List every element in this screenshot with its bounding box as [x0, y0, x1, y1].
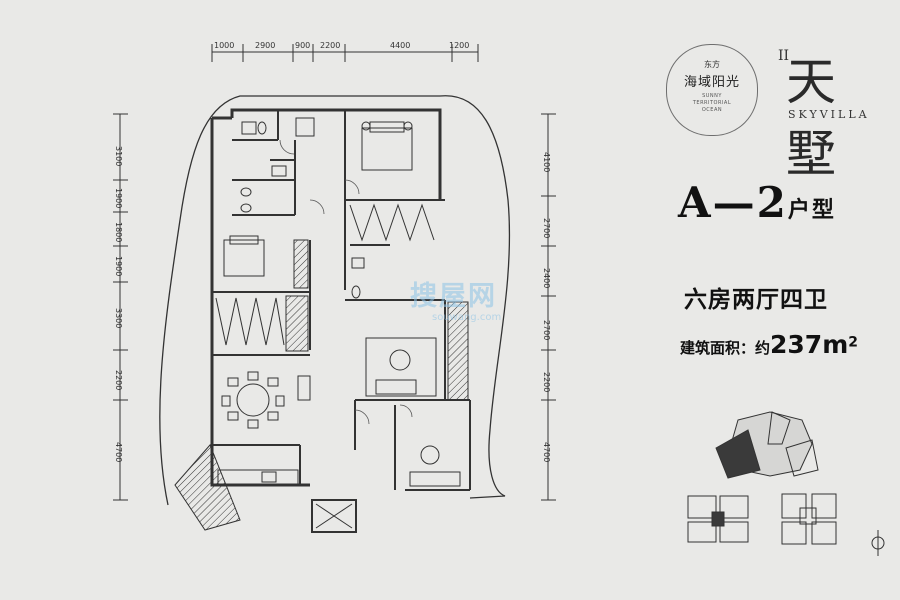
brand-en-line2: TERRITORIAL — [692, 100, 732, 106]
living-sofa — [365, 337, 437, 397]
dim-left-2: 1900 — [114, 188, 123, 208]
area-label: 建筑面积：约 — [680, 339, 771, 357]
dim-left-7: 4700 — [114, 442, 123, 462]
top-dimension-line — [211, 44, 479, 62]
brand-header: 东方 海域阳光 SUNNY TERRITORIAL OCEAN II 天墅 SK… — [660, 38, 880, 183]
brand-name: 海域阳光 — [683, 75, 740, 90]
dim-right-5: 2200 — [542, 372, 551, 392]
exterior-walls — [210, 108, 442, 487]
wardrobe-lines — [215, 203, 435, 346]
building-outline — [159, 95, 511, 506]
dim-right-1: 4100 — [542, 152, 551, 172]
dim-right-2: 2700 — [542, 218, 551, 238]
bedroom-bed — [223, 235, 265, 277]
elevator-shaft — [311, 499, 357, 533]
project-name-en: SKYVILLA — [788, 108, 870, 121]
dim-top-2: 2900 — [255, 41, 275, 50]
dim-left-6: 2200 — [114, 370, 123, 390]
brand-en: SUNNY TERRITORIAL OCEAN — [679, 93, 745, 114]
brand-en-line1: SUNNY — [702, 93, 722, 99]
key-plan-left — [687, 495, 749, 543]
dim-right-3: 2400 — [542, 268, 551, 288]
project-numeral: II — [778, 48, 790, 64]
area-unit-sup: 2 — [848, 334, 859, 351]
dim-left-3: 1800 — [114, 222, 123, 242]
brand-en-line3: OCEAN — [701, 107, 723, 113]
right-dimension-line — [541, 113, 556, 501]
brand-logo: 东方 海域阳光 SUNNY TERRITORIAL OCEAN — [666, 44, 758, 136]
room-config: 六房两厅四卫 — [684, 287, 828, 313]
dim-left-1: 3100 — [114, 146, 123, 166]
dim-top-6: 1200 — [449, 41, 469, 50]
dim-right-4: 2700 — [542, 320, 551, 340]
door-swings — [279, 139, 413, 425]
storage-hatch — [293, 239, 309, 289]
dim-top-4: 2200 — [320, 41, 340, 50]
lower-sofa — [409, 445, 461, 487]
watermark-url: souwang.com — [432, 312, 502, 323]
dim-left-5: 3300 — [114, 308, 123, 328]
area-info: 建筑面积：约237m2 — [680, 330, 858, 359]
dining-table — [221, 371, 285, 429]
kitchen-counter — [217, 375, 311, 485]
dim-top-1: 1000 — [214, 41, 234, 50]
key-plan-right — [781, 493, 837, 545]
area-value: 237 — [770, 330, 823, 359]
dim-right-6: 4700 — [542, 442, 551, 462]
dim-left-4: 1900 — [114, 256, 123, 276]
interior-walls — [212, 110, 471, 491]
balcony-hatch-bottom — [174, 444, 241, 531]
watermark-text: 搜屋网 — [410, 281, 497, 312]
brand-small-text: 东方 — [704, 60, 720, 69]
dim-top-3: 900 — [295, 41, 310, 50]
north-arrow-icon — [871, 530, 885, 556]
key-plan-building — [715, 411, 819, 479]
area-unit: m — [822, 330, 849, 359]
bathroom-fixtures — [240, 117, 365, 299]
balcony-hatch-right — [447, 301, 469, 401]
project-name-cn: 天墅 — [786, 53, 836, 183]
unit-type-code: A—2 — [678, 178, 788, 227]
balcony-hatch-left — [285, 295, 309, 352]
dim-top-5: 4400 — [390, 41, 410, 50]
unit-type-suffix: 户型 — [787, 198, 836, 223]
unit-type-title: A—2户型 — [678, 178, 836, 227]
left-dimension-line — [113, 113, 128, 501]
master-bed — [361, 121, 413, 171]
